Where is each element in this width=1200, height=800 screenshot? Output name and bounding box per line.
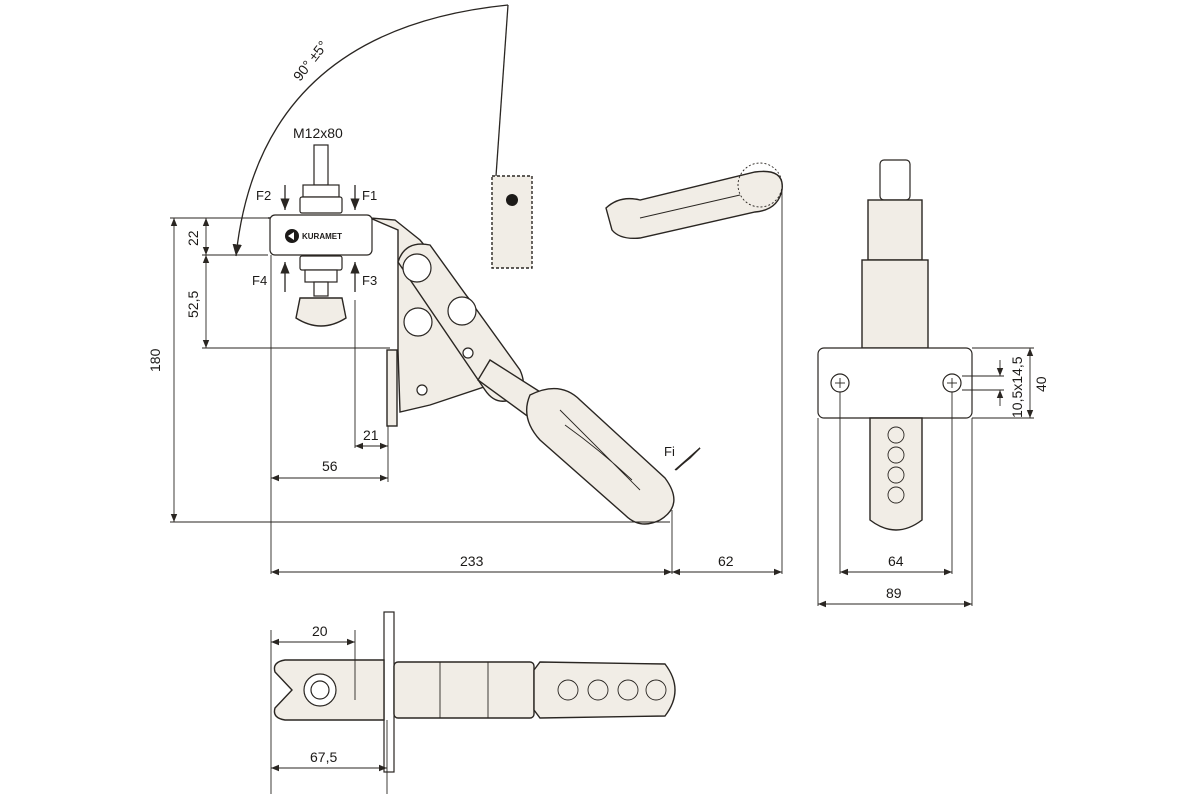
grip-pattern xyxy=(559,409,641,491)
front-view: 40 10,5x14,5 64 89 xyxy=(817,159,1049,608)
angle-arc xyxy=(232,4,509,257)
arrow-down-icon xyxy=(280,185,360,210)
label-64: 64 xyxy=(888,553,904,569)
label-slot: 10,5x14,5 xyxy=(1009,356,1025,418)
label-56: 56 xyxy=(322,458,338,474)
grip-tag-vertical xyxy=(491,175,533,269)
arrow-up-icon xyxy=(280,262,360,292)
side-view: KURAMET xyxy=(147,4,783,576)
front-spindle xyxy=(879,159,911,201)
label-21: 21 xyxy=(363,427,379,443)
top-body xyxy=(393,661,535,719)
label-62: 62 xyxy=(718,553,734,569)
label-233: 233 xyxy=(460,553,484,569)
label-67: 67,5 xyxy=(310,749,337,765)
top-plate xyxy=(383,611,395,773)
force-f3: F3 xyxy=(362,273,377,288)
force-f2: F2 xyxy=(256,188,271,203)
pressure-pad xyxy=(295,297,347,327)
front-mid-body xyxy=(861,259,929,349)
spindle-nut-top xyxy=(302,184,340,198)
spindle-nut-top2 xyxy=(299,196,343,214)
label-22: 22 xyxy=(185,230,201,246)
thread-label: M12x80 xyxy=(293,125,343,141)
label-89: 89 xyxy=(886,585,902,601)
tag-logo-icon xyxy=(506,194,518,206)
force-arrow-icon xyxy=(674,447,701,471)
grip-detached-end xyxy=(737,162,783,208)
force-f1: F1 xyxy=(362,188,377,203)
label-40: 40 xyxy=(1033,376,1049,392)
spindle-nut-bottom2 xyxy=(304,269,338,283)
top-grip-pattern xyxy=(557,679,667,701)
side-base-plate xyxy=(386,349,398,427)
front-upper-body xyxy=(867,199,923,261)
angle-ref-line xyxy=(495,4,509,177)
side-body xyxy=(268,217,506,413)
spindle-nut-bottom xyxy=(299,255,343,271)
pivot-4 xyxy=(462,347,474,359)
angle-label: 90° ±5° xyxy=(290,38,331,84)
handle-grip xyxy=(526,387,675,525)
front-hole-left xyxy=(830,373,850,393)
top-grip xyxy=(533,661,676,719)
top-nut-inner xyxy=(310,680,330,700)
label-20: 20 xyxy=(312,623,328,639)
spindle-holder xyxy=(269,214,373,256)
front-grip-pattern xyxy=(887,426,905,504)
front-hole-right xyxy=(942,373,962,393)
brand-logo-icon xyxy=(285,229,299,243)
spindle-shaft xyxy=(313,281,329,297)
pivot-5 xyxy=(416,384,428,396)
grip-detached-pattern xyxy=(639,194,741,219)
pivot-2 xyxy=(403,307,433,337)
top-view: 20 67,5 xyxy=(270,611,676,794)
brand-label: KURAMET xyxy=(302,232,342,241)
label-52: 52,5 xyxy=(185,291,201,318)
grip-detached xyxy=(605,170,783,240)
front-grip xyxy=(869,417,923,531)
pivot-1 xyxy=(402,253,432,283)
force-fi: Fi xyxy=(664,444,675,459)
force-f4: F4 xyxy=(252,273,267,288)
pivot-3 xyxy=(447,296,477,326)
spindle-top xyxy=(313,144,329,186)
label-180: 180 xyxy=(147,348,163,372)
